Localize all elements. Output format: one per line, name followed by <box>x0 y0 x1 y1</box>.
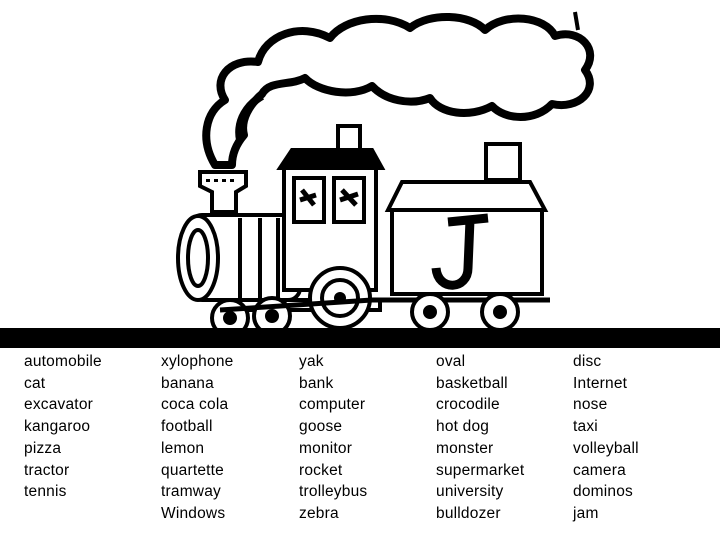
word-item: hot dog <box>436 418 490 436</box>
word-item: oval <box>436 353 466 370</box>
word-item: trolleybus <box>299 483 368 501</box>
word-item: automobile <box>24 353 102 370</box>
word-item: bank <box>299 374 334 392</box>
word-item: monster <box>436 439 494 457</box>
word-item: tractor <box>24 461 70 479</box>
word-item: university <box>436 483 504 501</box>
word-item: taxi <box>573 418 598 436</box>
word-item: excavator <box>24 396 93 414</box>
word-item: supermarket <box>436 461 525 479</box>
word-item: football <box>161 418 213 436</box>
word-item: Internet <box>573 374 628 392</box>
word-item: banana <box>161 374 214 392</box>
word-columns: automobile cat excavator kangaroo pizza … <box>0 351 720 531</box>
smoke-cloud-icon <box>202 13 595 169</box>
word-item: computer <box>299 396 366 414</box>
word-item: goose <box>299 418 343 436</box>
word-item: yak <box>299 353 324 370</box>
word-item: tennis <box>24 483 67 501</box>
word-column-3: yak bank computer goose monitor rocket t… <box>299 351 429 525</box>
word-item: jam <box>573 504 599 522</box>
word-column-4: oval basketball crocodile hot dog monste… <box>436 351 566 525</box>
word-item: quartette <box>161 461 224 479</box>
word-item: lemon <box>161 439 205 457</box>
word-item: cat <box>24 374 46 392</box>
word-item: crocodile <box>436 396 500 414</box>
word-item: rocket <box>299 461 343 479</box>
word-item: coca cola <box>161 396 229 414</box>
word-item: bulldozer <box>436 504 501 522</box>
word-item: basketball <box>436 374 508 392</box>
word-column-5: disc Internet nose taxi volleyball camer… <box>573 351 703 525</box>
word-item: camera <box>573 461 626 479</box>
word-item: tramway <box>161 483 221 501</box>
word-item: Windows <box>161 504 226 522</box>
word-item: disc <box>573 353 602 370</box>
word-column-1: automobile cat excavator kangaroo pizza … <box>24 351 154 503</box>
word-column-2: xylophone banana coca cola football lemo… <box>161 351 291 525</box>
word-item: zebra <box>299 504 339 522</box>
word-item: kangaroo <box>24 418 91 436</box>
word-item: monitor <box>299 439 353 457</box>
rail-divider <box>0 328 720 348</box>
train-illustration: J <box>176 11 595 338</box>
word-item: volleyball <box>573 439 639 457</box>
word-item: pizza <box>24 439 62 457</box>
word-item: dominos <box>573 483 633 501</box>
word-item: nose <box>573 396 608 414</box>
word-item: xylophone <box>161 353 234 370</box>
boxcar-icon <box>372 142 550 303</box>
